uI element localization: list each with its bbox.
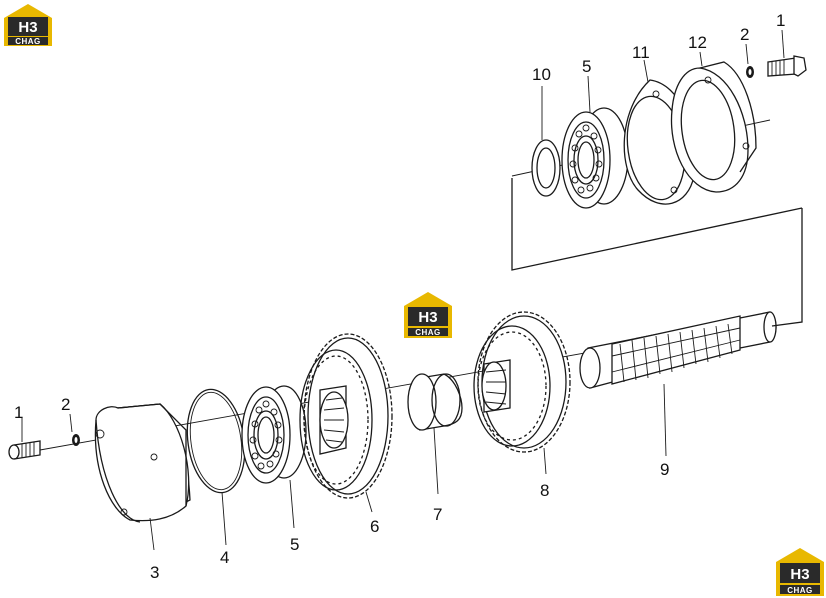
o-ring: [186, 388, 246, 546]
gear-small: [473, 311, 571, 475]
retainer-plate: [670, 51, 757, 193]
bushing: [407, 373, 463, 495]
logo-top-text: H3: [18, 19, 37, 36]
logo-bottom-text: CHAG: [15, 37, 41, 46]
logo-br-bottom-text: CHAG: [787, 586, 813, 595]
shaft: [579, 311, 777, 457]
logo-center-bottom-text: CHAG: [415, 328, 441, 337]
bolt-right: [767, 29, 807, 77]
logo-br-text: H3: [790, 566, 809, 583]
bearing-left: [241, 385, 307, 529]
bearing-right: [561, 75, 629, 209]
logo-bottom-right: H3 CHAG: [776, 548, 824, 596]
label-plate-gasket: 11: [632, 43, 650, 62]
label-gear-large: 6: [370, 517, 379, 536]
label-gear-small: 8: [540, 481, 549, 500]
label-bolt-left: 1: [14, 403, 23, 422]
label-washer-left: 2: [61, 395, 70, 414]
label-bearing-right: 5: [582, 57, 591, 76]
logo-center: H3 CHAG: [404, 292, 452, 338]
spacer-ring: [531, 86, 561, 197]
label-bearing-left: 5: [290, 535, 299, 554]
washer-left: [69, 413, 80, 446]
label-cover: 3: [150, 563, 159, 582]
cover: [94, 403, 191, 551]
label-spacer-ring: 10: [532, 65, 551, 84]
label-washer-right: 2: [740, 25, 749, 44]
logo-top-left: H3 CHAG: [4, 4, 52, 46]
label-bushing: 7: [433, 505, 442, 524]
label-shaft: 9: [660, 460, 669, 479]
label-o-ring: 4: [220, 548, 229, 567]
washer-right: [745, 43, 754, 78]
gear-large: [299, 333, 393, 513]
label-retainer-plate: 12: [688, 33, 707, 52]
logo-center-text: H3: [418, 309, 437, 326]
bolt-left: [8, 418, 41, 460]
label-bolt-right: 1: [776, 11, 785, 30]
